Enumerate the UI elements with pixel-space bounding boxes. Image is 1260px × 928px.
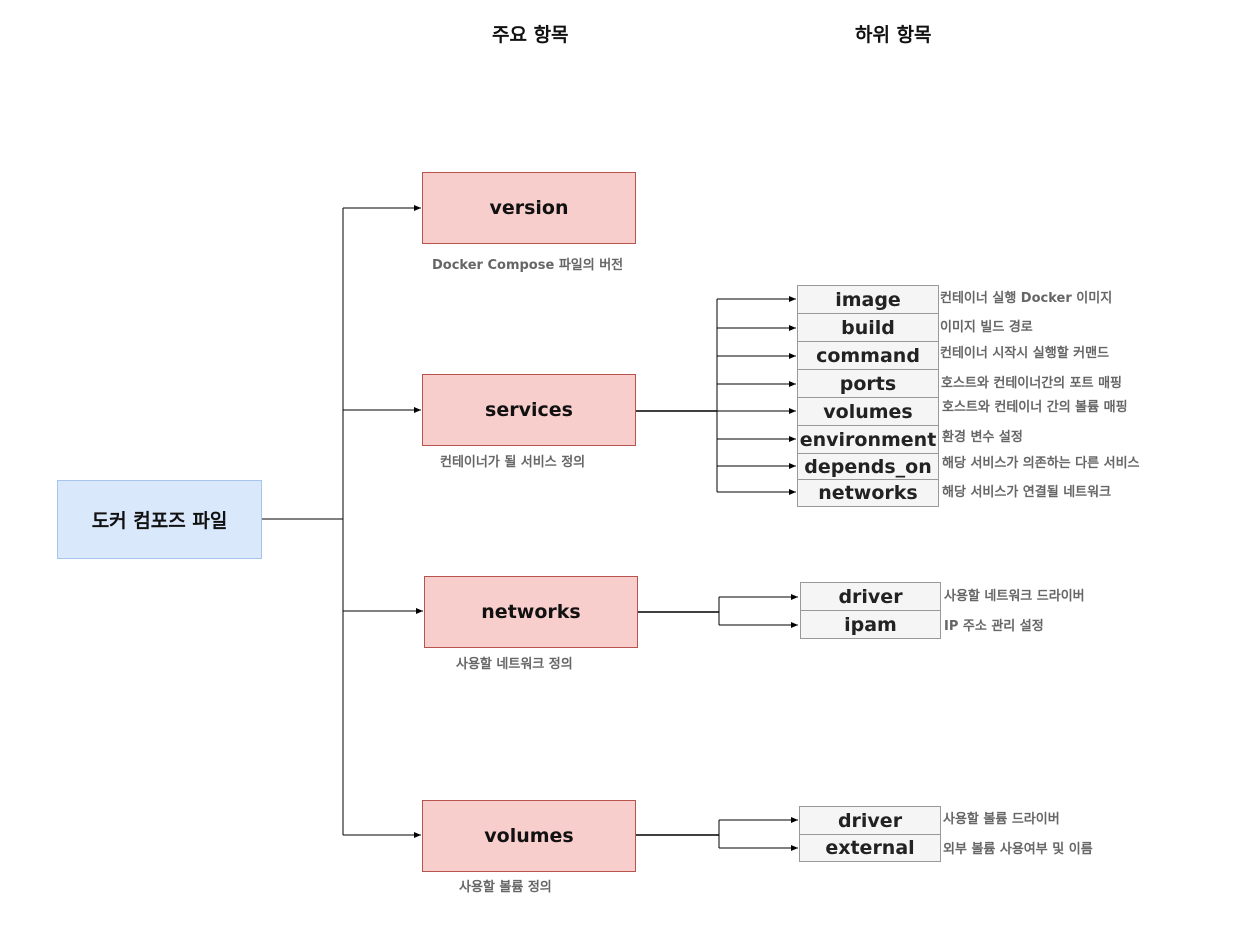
caption-networks: 사용할 네트워크 정의 [456,657,573,672]
desc-volumes: 호스트와 컨테이너 간의 볼륨 매핑 [942,400,1128,415]
sub-node-image: image [797,285,939,314]
sub-node-external: external [799,834,941,862]
sub-node-ipam: ipam [800,610,941,639]
header-main-items: 주요 항목 [492,24,569,46]
desc-networks: 해당 서비스가 연결될 네트워크 [942,485,1112,500]
main-node-version: version [422,172,636,244]
desc-external: 외부 볼륨 사용여부 및 이름 [943,842,1093,857]
desc-depends-on: 해당 서비스가 의존하는 다른 서비스 [942,456,1140,471]
desc-volume-driver: 사용할 볼륨 드라이버 [943,812,1060,827]
sub-node-volume-driver: driver [799,806,941,835]
root-node: 도커 컴포즈 파일 [57,480,262,559]
desc-ports: 호스트와 컨테이너간의 포트 매핑 [941,376,1123,391]
desc-environment: 환경 변수 설정 [942,430,1023,445]
desc-command: 컨테이너 시작시 실행할 커맨드 [940,346,1110,361]
sub-node-build: build [797,313,939,342]
caption-services: 컨테이너가 될 서비스 정의 [440,455,586,470]
sub-node-networks: networks [797,479,939,507]
caption-volumes: 사용할 볼륨 정의 [459,880,552,895]
sub-node-command: command [797,341,939,370]
sub-node-volumes: volumes [797,397,939,426]
sub-node-network-driver: driver [800,582,941,611]
main-node-networks: networks [424,576,638,648]
main-node-services: services [422,374,636,446]
desc-ipam: IP 주소 관리 설정 [944,619,1044,634]
main-node-volumes: volumes [422,800,636,872]
caption-version: Docker Compose 파일의 버전 [432,258,624,273]
desc-image: 컨테이너 실행 Docker 이미지 [940,291,1113,306]
sub-node-environment: environment [797,425,939,454]
desc-network-driver: 사용할 네트워크 드라이버 [944,589,1085,604]
sub-node-depends-on: depends_on [797,453,939,480]
sub-node-ports: ports [797,369,939,398]
desc-build: 이미지 빌드 경로 [940,320,1033,335]
header-sub-items: 하위 항목 [855,24,932,46]
